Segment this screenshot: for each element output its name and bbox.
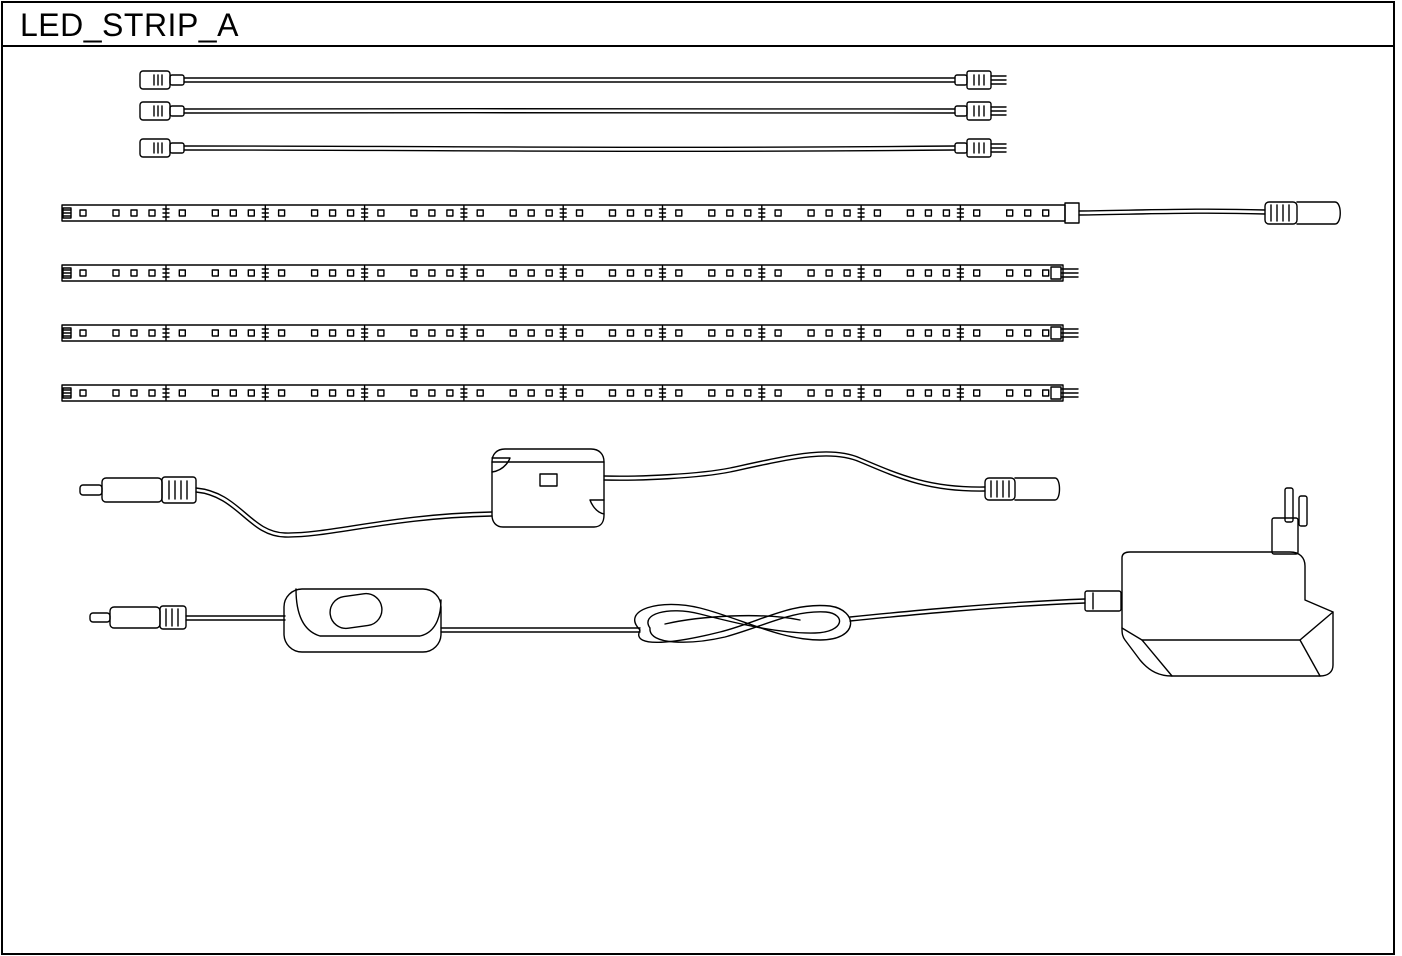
led-strip-with-pin-connector: [61, 324, 1079, 342]
diagram-title: LED_STRIP_A: [20, 7, 239, 43]
connector-cable: [139, 101, 1007, 121]
led-strips-group: [61, 201, 1341, 402]
led-strip-with-power-lead: [61, 201, 1341, 225]
control-box-cable: [79, 448, 1061, 538]
inline-switch-icon: [283, 588, 442, 653]
connector-cable: [139, 138, 1007, 158]
dc-plug-icon: [89, 605, 187, 630]
title-bar: LED_STRIP_A: [3, 3, 1393, 47]
dc-plug-icon: [79, 476, 197, 504]
control-box-icon: [491, 448, 605, 528]
connector-cables-group: [139, 70, 1007, 158]
coiled-cord-icon: [634, 603, 852, 644]
led-strip-with-pin-connector: [61, 384, 1079, 402]
led-strip-with-pin-connector: [61, 264, 1079, 282]
connector-cable: [139, 70, 1007, 90]
dc-jack-icon: [984, 477, 1061, 501]
power-adapter-with-switch: [89, 487, 1334, 677]
wall-adapter-icon: [1084, 487, 1334, 677]
